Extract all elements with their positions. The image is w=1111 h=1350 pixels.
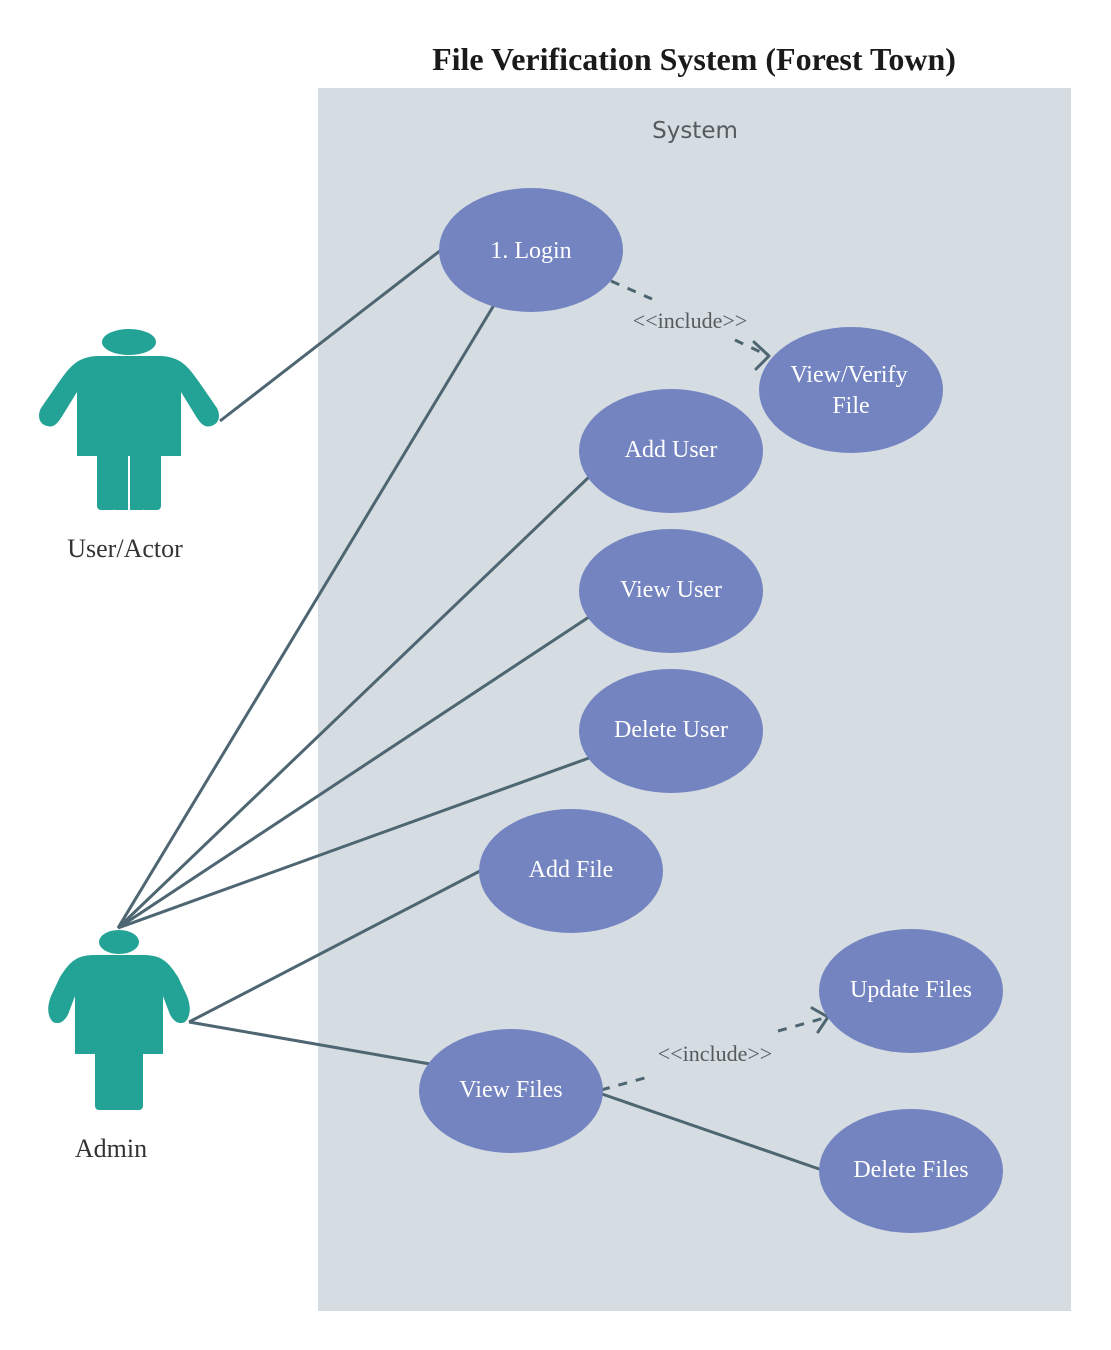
assoc-admin-add-user xyxy=(116,475,591,930)
assoc-admin-login xyxy=(116,304,496,929)
assoc-admin-view-files xyxy=(188,1020,431,1066)
actor-admin: Admin xyxy=(48,930,190,1163)
use-case-update-files[interactable]: Update Files xyxy=(819,929,1003,1053)
use-case-label: View Files xyxy=(459,1077,562,1103)
assoc-admin-delete-user xyxy=(117,756,590,930)
use-case-label: View User xyxy=(620,577,722,603)
include-line xyxy=(734,338,770,358)
use-case-view-user[interactable]: View User xyxy=(579,529,763,653)
include-line xyxy=(610,279,653,301)
use-case-view-verify-file[interactable]: View/Verify File xyxy=(759,327,943,453)
association-lines xyxy=(116,248,823,1172)
use-case-login[interactable]: 1. Login xyxy=(439,188,623,312)
use-case-view-files[interactable]: View Files xyxy=(419,1029,603,1153)
use-case-add-user[interactable]: Add User xyxy=(579,389,763,513)
use-case-delete-user[interactable]: Delete User xyxy=(579,669,763,793)
include-label: <<include>> xyxy=(633,308,747,333)
assoc-view-files-delete-files xyxy=(601,1092,823,1172)
actor-user-label: User/Actor xyxy=(67,534,183,563)
use-case-label: 1. Login xyxy=(490,238,571,264)
use-case-label: Add User xyxy=(625,437,718,463)
use-case-label: Add File xyxy=(529,857,614,883)
include-line xyxy=(777,1015,829,1033)
use-case-delete-files[interactable]: Delete Files xyxy=(819,1109,1003,1233)
include-files-dependency: <<include>> xyxy=(600,1006,830,1092)
use-case-label: Delete User xyxy=(614,717,728,743)
arrowhead-icon xyxy=(752,340,771,371)
actor-user-icon xyxy=(39,329,219,510)
assoc-admin-view-user xyxy=(117,615,590,930)
system-label: System xyxy=(652,118,738,144)
actor-admin-label: Admin xyxy=(75,1134,147,1163)
diagram-title: File Verification System (Forest Town) xyxy=(432,41,956,77)
include-login-dependency: <<include>> xyxy=(610,279,771,371)
include-line xyxy=(600,1074,653,1092)
use-case-label: Delete Files xyxy=(853,1157,968,1183)
include-label: <<include>> xyxy=(658,1041,772,1066)
use-case-label: File xyxy=(832,393,869,419)
use-case-label: View/Verify xyxy=(790,362,907,388)
assoc-admin-add-file xyxy=(188,869,481,1024)
actor-admin-icon xyxy=(48,930,190,1110)
assoc-user-login xyxy=(219,248,442,423)
use-case-add-file[interactable]: Add File xyxy=(479,809,663,933)
use-case-label: Update Files xyxy=(850,977,972,1003)
actor-user: User/Actor xyxy=(39,329,219,563)
